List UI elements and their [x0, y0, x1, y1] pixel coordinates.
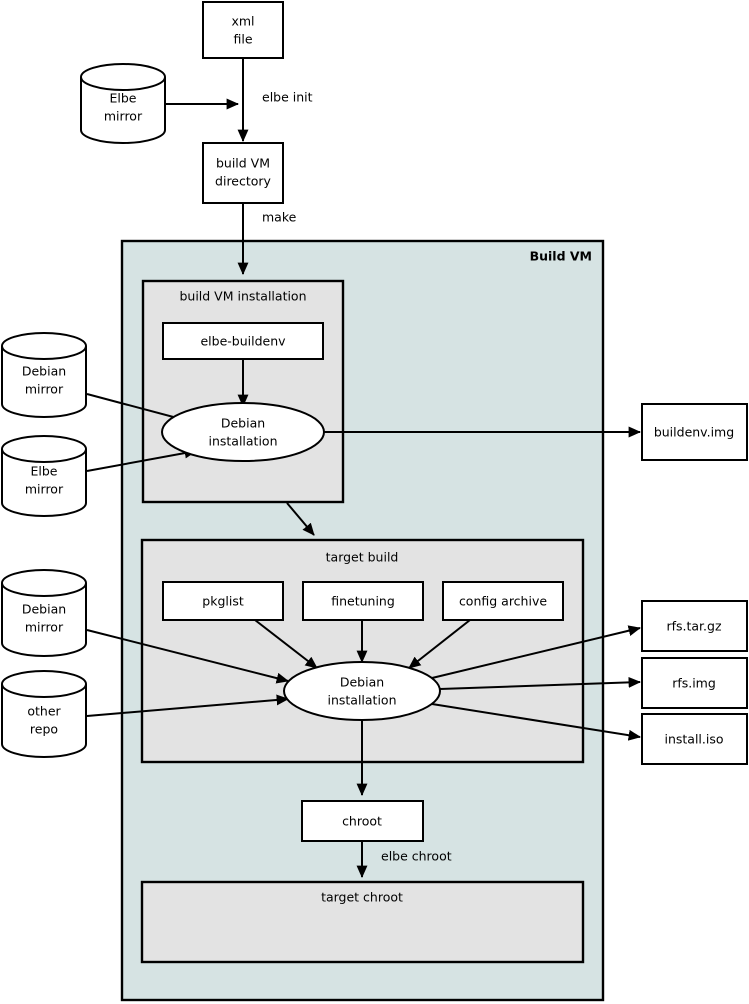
node-xml-file-label-line2: file [233, 32, 252, 47]
edge-elbe-mirror-lower-to-buildvm-install [86, 447, 197, 472]
container-target-chroot [140, 880, 585, 964]
container-target-chroot-label: target chroot [321, 890, 403, 905]
edge-label-make: make [262, 210, 297, 225]
node-xml-file-label-line1: xml [231, 14, 254, 29]
cylinder-other-repo[interactable]: other repo [1, 670, 87, 758]
edge-label-elbe-init: elbe init [262, 90, 313, 105]
cylinder-other-repo-line1: other [27, 704, 61, 719]
container-target-build-label: target build [326, 550, 399, 565]
cylinder-other-repo-line2: repo [30, 722, 58, 737]
cylinder-elbe-mirror-lower[interactable]: Elbe mirror [0, 435, 87, 517]
node-debian-installation-target-line1: Debian [340, 675, 384, 690]
cylinder-elbe-mirror-top-line1: Elbe [110, 91, 137, 106]
edge-pkglist-to-target-install [254, 619, 318, 669]
edge-target-install-to-install-iso [431, 703, 641, 741]
node-install-iso-label: install.iso [664, 732, 723, 747]
container-build-vm-label: Build VM [530, 249, 592, 264]
node-rfs-tar-gz[interactable] [641, 600, 748, 652]
node-debian-installation-target-line2: installation [327, 693, 396, 708]
node-rfs-img-label: rfs.img [672, 676, 716, 691]
node-config-archive[interactable] [442, 581, 564, 621]
edge-other-repo-to-target-install [86, 694, 289, 717]
edge-target-install-to-rfs-img [439, 676, 641, 690]
edge-config-archive-to-target-install [408, 619, 471, 669]
cylinder-debian-mirror-upper-line2: mirror [25, 382, 64, 397]
cylinder-debian-mirror-target[interactable]: Debian mirror [1, 569, 87, 657]
node-rfs-tar-gz-label: rfs.tar.gz [666, 619, 721, 634]
node-xml-file[interactable] [202, 1, 284, 59]
node-config-archive-label: config archive [459, 594, 547, 609]
node-finetuning-label: finetuning [331, 594, 395, 609]
edge-target-install-to-rfs-targz [431, 625, 641, 679]
edge-debian-mirror-target-to-target-install [86, 629, 289, 684]
node-buildenv-img-label: buildenv.img [654, 425, 734, 440]
node-finetuning[interactable] [302, 581, 424, 621]
node-buildenv-img[interactable] [641, 403, 748, 461]
cylinder-elbe-mirror-lower-line1: Elbe [31, 464, 58, 479]
edge-buildvm-installation-to-target-build [286, 502, 315, 536]
node-elbe-buildenv-label: elbe-buildenv [200, 334, 286, 349]
node-install-iso[interactable] [641, 713, 748, 765]
node-debian-installation-target[interactable] [283, 661, 441, 721]
node-debian-installation-buildvm[interactable] [161, 402, 325, 462]
node-build-vm-directory-label-line2: directory [215, 174, 272, 189]
node-debian-installation-buildvm-line1: Debian [221, 416, 265, 431]
cylinder-debian-mirror-upper[interactable]: Debian mirror [0, 332, 87, 418]
cylinder-debian-mirror-target-line1: Debian [22, 602, 66, 617]
node-elbe-buildenv[interactable] [162, 322, 324, 360]
node-chroot[interactable] [301, 800, 424, 842]
cylinder-elbe-mirror-lower-line2: mirror [25, 482, 64, 497]
container-build-vm-installation-label: build VM installation [179, 289, 306, 304]
node-build-vm-directory[interactable] [202, 142, 284, 204]
node-pkglist-label: pkglist [202, 594, 244, 609]
node-debian-installation-buildvm-line2: installation [208, 434, 277, 449]
node-rfs-img[interactable] [641, 657, 748, 709]
cylinder-debian-mirror-target-line2: mirror [25, 620, 64, 635]
edge-label-elbe-chroot: elbe chroot [381, 849, 452, 864]
node-chroot-label: chroot [342, 814, 382, 829]
node-build-vm-directory-label-line1: build VM [216, 156, 270, 171]
cylinder-elbe-mirror-top-line2: mirror [104, 109, 143, 124]
node-pkglist[interactable] [162, 581, 284, 621]
cylinder-debian-mirror-upper-line1: Debian [22, 364, 66, 379]
cylinder-elbe-mirror-top[interactable]: Elbe mirror [80, 63, 166, 144]
